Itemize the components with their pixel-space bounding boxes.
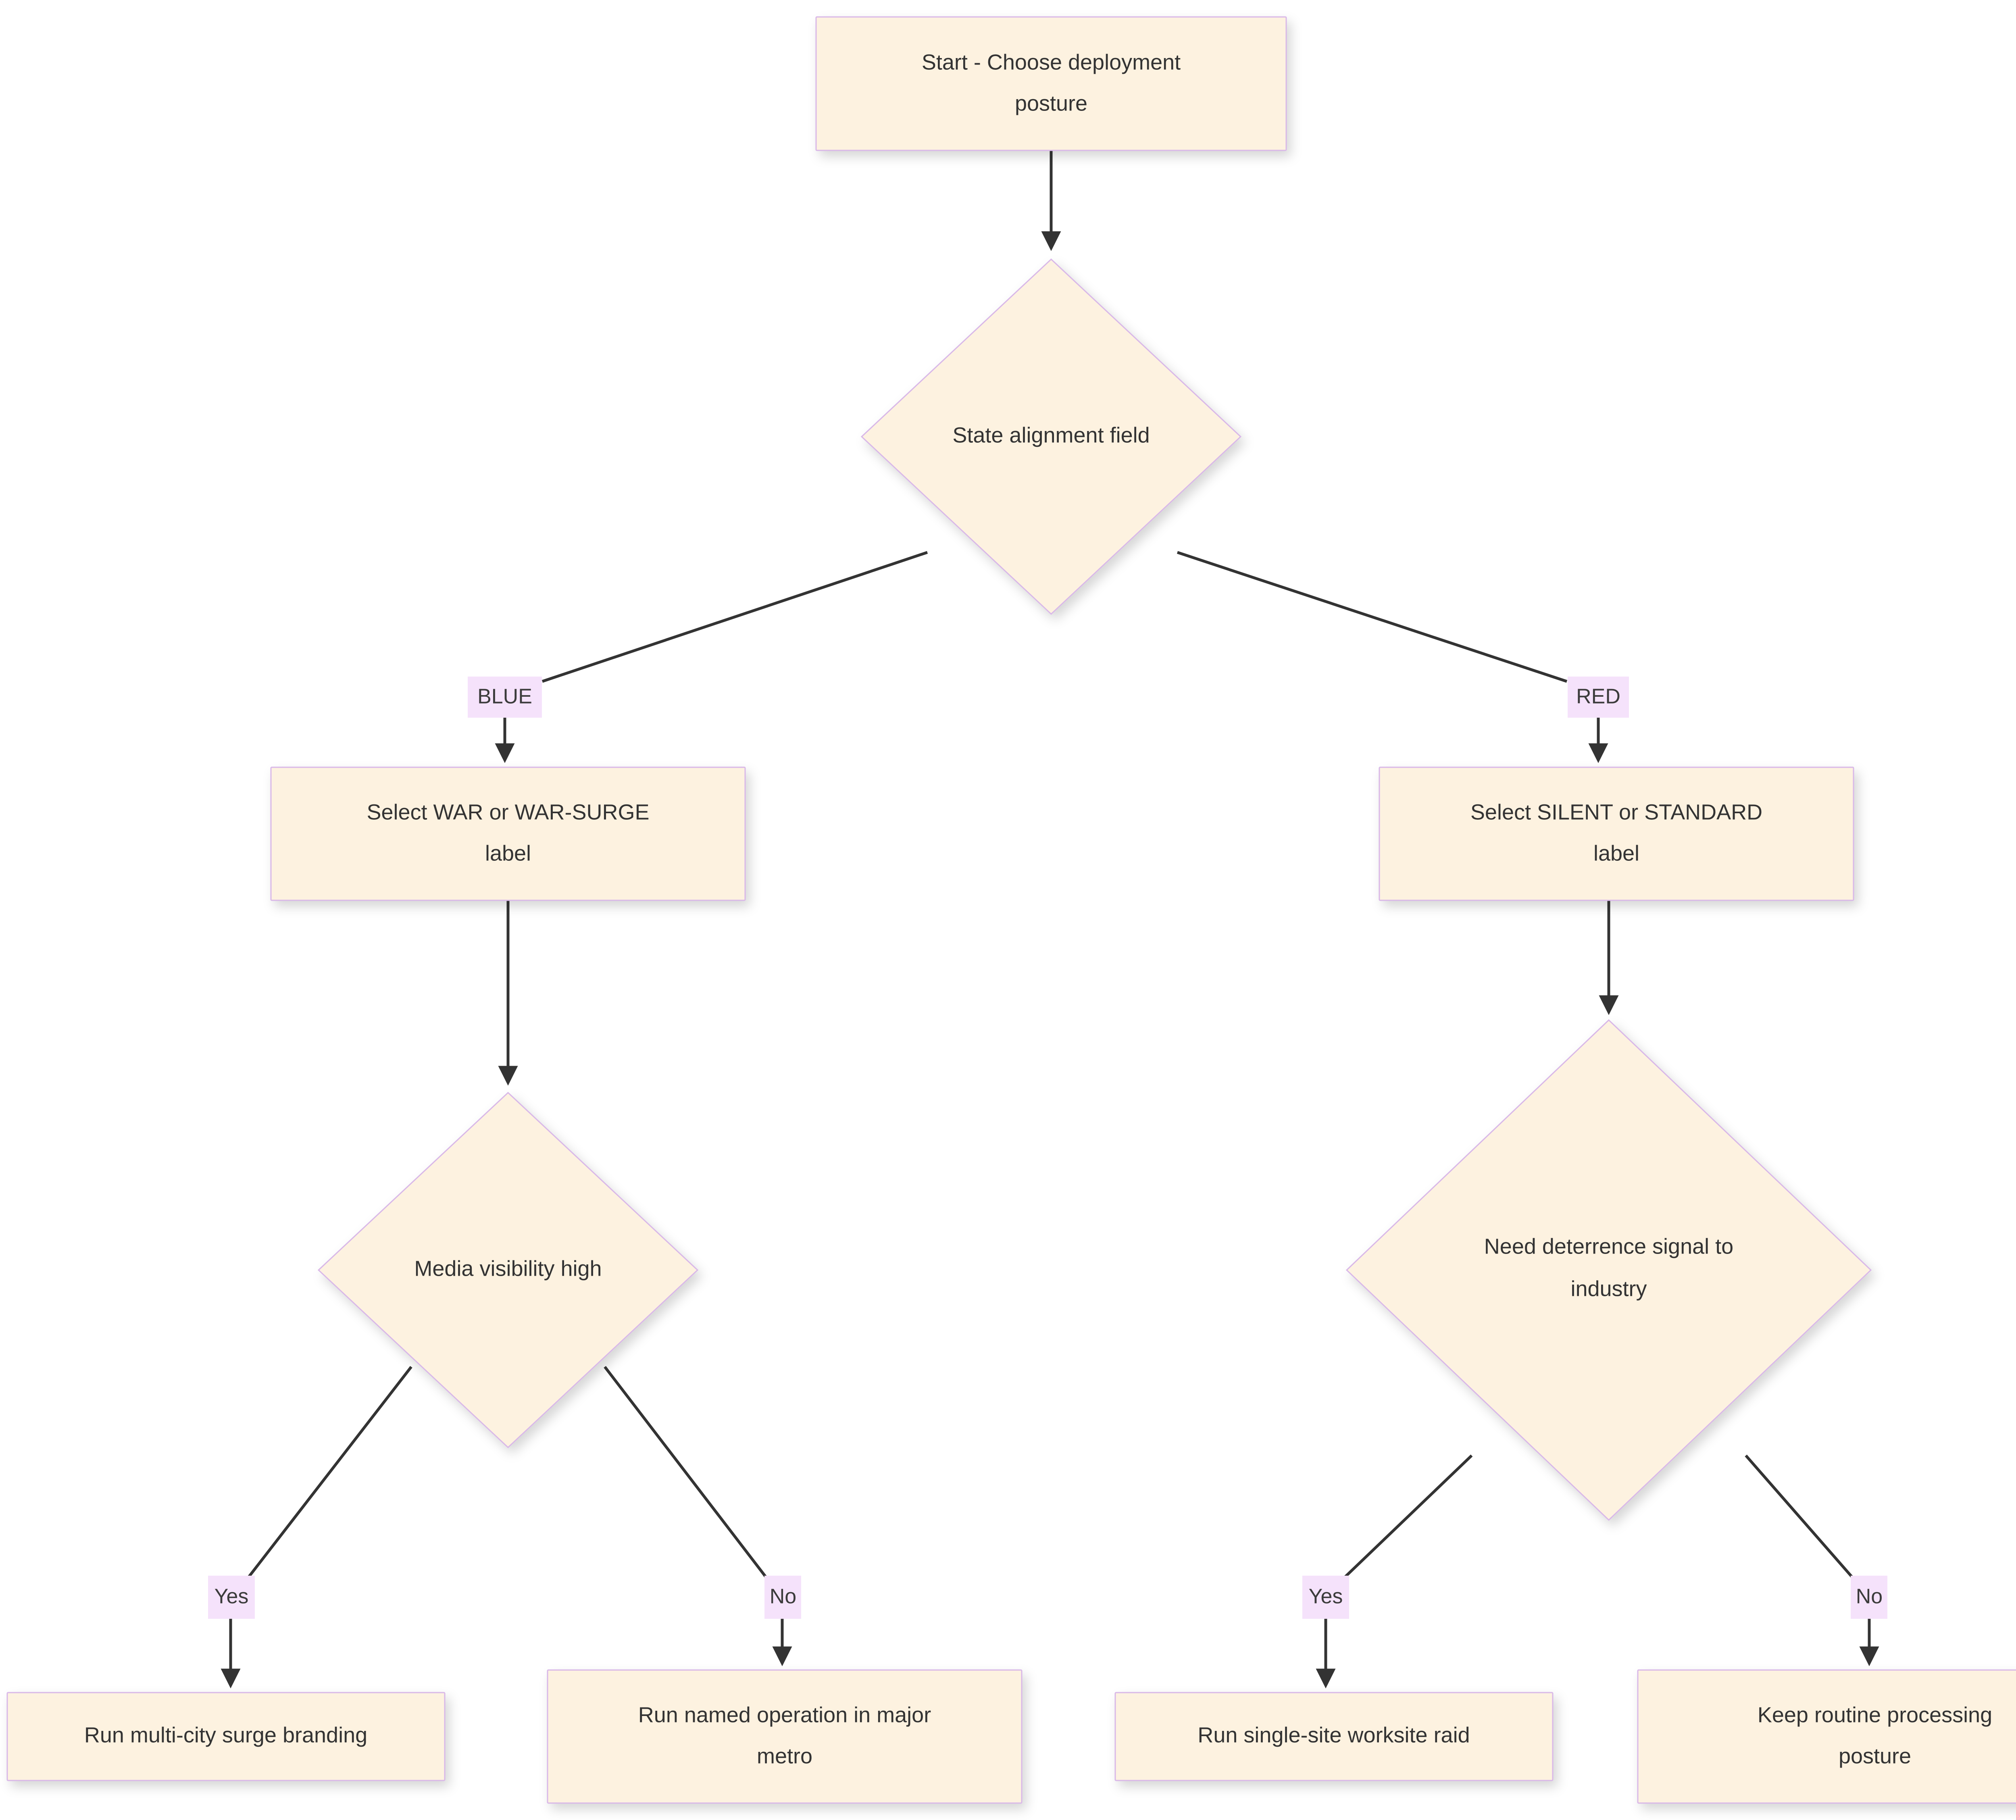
edge-label-deterrence-no-box[interactable] [1851, 1576, 1887, 1619]
edge-label-media-yes-text: Yes [215, 1585, 249, 1608]
edge-label-deterrence-yes[interactable]: Yes [1302, 1576, 1349, 1619]
node-deterrence-signal-shape[interactable] [1345, 1019, 1872, 1521]
edge-labels-layer: BLUE RED Yes No Yes No [208, 677, 1887, 1619]
edge-label-blue[interactable]: BLUE [468, 677, 542, 718]
edge-deterrence-yes [1343, 1454, 1473, 1578]
edge-label-red-text: RED [1576, 685, 1620, 708]
node-surge-branding-shape[interactable] [6, 1692, 446, 1781]
node-select-silent-label-line2: label [1593, 841, 1639, 865]
edge-label-blue-box[interactable] [468, 677, 542, 718]
node-routine-posture-shape[interactable] [1637, 1669, 2016, 1804]
node-routine-posture-label-line1: Keep routine processing [1758, 1703, 1992, 1727]
node-deterrence-signal[interactable]: Need deterrence signal to industry [1345, 1019, 1872, 1521]
node-media-visibility-high[interactable]: Media visibility high [317, 1091, 699, 1449]
node-start-label-line2: posture [1015, 91, 1087, 115]
edge-deterrence-no [1745, 1454, 1854, 1578]
node-select-war-label[interactable]: Select WAR or WAR-SURGE label [270, 766, 746, 901]
node-media-visibility-high-shape[interactable] [317, 1091, 699, 1449]
node-start[interactable]: Start - Choose deployment posture [815, 16, 1287, 151]
node-named-operation[interactable]: Run named operation in major metro [547, 1669, 1023, 1804]
node-select-silent-label-line1: Select SILENT or STANDARD [1470, 800, 1762, 824]
edge-label-media-yes-box[interactable] [208, 1576, 255, 1619]
node-select-silent-label-shape[interactable] [1379, 766, 1854, 901]
edge-label-blue-text: BLUE [477, 685, 532, 708]
node-routine-posture[interactable]: Keep routine processing posture [1637, 1669, 2016, 1804]
node-surge-branding-label: Run multi-city surge branding [84, 1723, 367, 1747]
node-select-war-label-line2: label [485, 841, 531, 865]
edge-label-deterrence-yes-box[interactable] [1302, 1576, 1349, 1619]
node-named-operation-label-line1: Run named operation in major [638, 1703, 931, 1727]
edge-label-red[interactable]: RED [1568, 677, 1629, 718]
edges-layer [221, 150, 1879, 1689]
node-start-shape[interactable] [815, 16, 1287, 151]
edge-media-visibility-no [604, 1366, 767, 1578]
edge-label-media-yes[interactable]: Yes [208, 1576, 255, 1619]
node-select-war-label-shape[interactable] [270, 766, 746, 901]
edge-label-media-no-box[interactable] [764, 1576, 801, 1619]
edge-state-alignment-to-blue [541, 551, 928, 683]
node-worksite-raid-shape[interactable] [1114, 1692, 1554, 1781]
edge-label-deterrence-yes-text: Yes [1309, 1585, 1343, 1608]
edge-media-visibility-yes [245, 1366, 412, 1582]
node-worksite-raid[interactable]: Run single-site worksite raid [1114, 1692, 1554, 1781]
nodes-layer: Start - Choose deployment posture State … [6, 16, 2016, 1804]
edge-state-alignment-to-red [1177, 551, 1568, 683]
edge-label-media-no[interactable]: No [764, 1576, 801, 1619]
node-media-visibility-high-label: Media visibility high [414, 1256, 602, 1281]
node-select-silent-label[interactable]: Select SILENT or STANDARD label [1379, 766, 1854, 901]
node-state-alignment-field-shape[interactable] [860, 258, 1242, 615]
edge-label-red-box[interactable] [1568, 677, 1629, 718]
node-named-operation-label-line2: metro [757, 1744, 812, 1768]
node-state-alignment-field-label: State alignment field [952, 423, 1150, 447]
node-surge-branding[interactable]: Run multi-city surge branding [6, 1692, 446, 1781]
node-deterrence-signal-label-line1: Need deterrence signal to [1484, 1234, 1733, 1258]
node-named-operation-shape[interactable] [547, 1669, 1023, 1804]
node-start-label-line1: Start - Choose deployment [922, 50, 1181, 74]
node-routine-posture-label-line2: posture [1839, 1744, 1911, 1768]
edge-label-media-no-text: No [770, 1585, 796, 1608]
node-state-alignment-field[interactable]: State alignment field [860, 258, 1242, 615]
node-worksite-raid-label: Run single-site worksite raid [1198, 1723, 1470, 1747]
node-deterrence-signal-label-line2: industry [1570, 1276, 1647, 1301]
node-select-war-label-line1: Select WAR or WAR-SURGE [367, 800, 649, 824]
edge-label-deterrence-no[interactable]: No [1851, 1576, 1887, 1619]
edge-label-deterrence-no-text: No [1856, 1585, 1883, 1608]
